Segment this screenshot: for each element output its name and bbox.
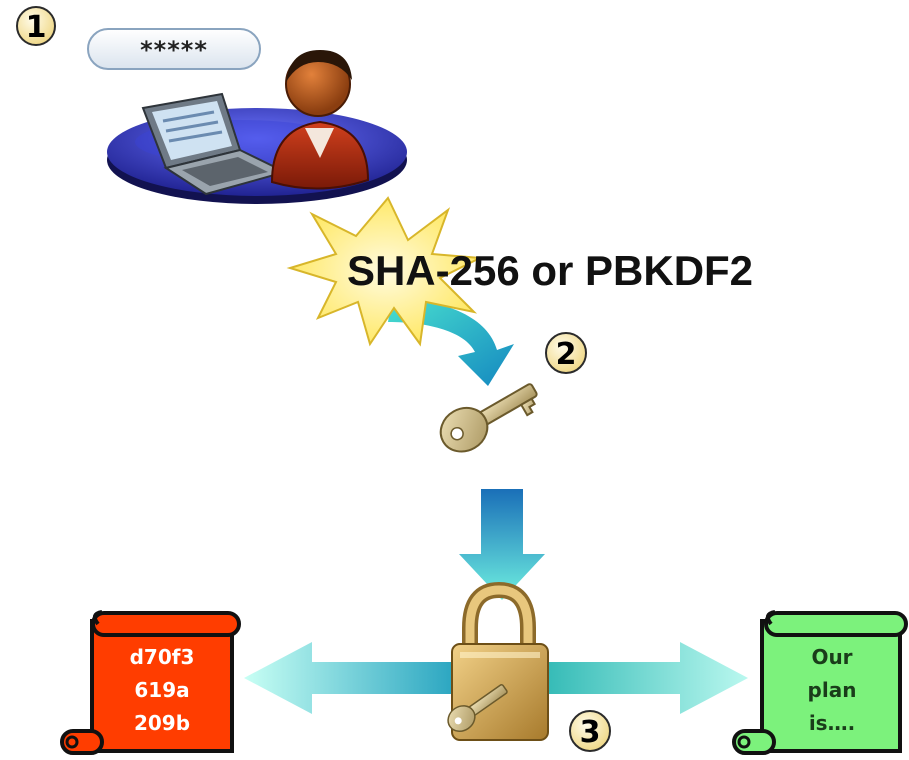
step-3-label: 3	[580, 715, 601, 750]
plaintext-line-1: Our	[811, 645, 852, 669]
left-arrow-icon	[244, 642, 470, 714]
lock-key-icon	[447, 684, 508, 732]
starburst-icon	[286, 196, 484, 347]
padlock-icon	[447, 581, 549, 741]
ciphertext-line-1: d70f3	[130, 645, 195, 669]
right-arrow-icon	[530, 642, 748, 714]
step-3-badge: 3	[569, 710, 611, 752]
key-icon	[439, 383, 538, 453]
plaintext-line-2: plan	[808, 678, 857, 702]
hash-algorithm-label: SHA-256 or PBKDF2	[347, 247, 753, 294]
laptop-icon	[141, 92, 288, 196]
plaintext-line-3: is….	[809, 711, 855, 735]
step-2-badge: 2	[545, 332, 587, 374]
password-masked-value: *****	[140, 36, 208, 64]
plaintext-scroll-icon: Our plan is….	[732, 610, 908, 755]
step-2-label: 2	[556, 337, 577, 372]
password-field: *****	[87, 28, 261, 70]
user-at-laptop-icon	[107, 50, 407, 204]
ciphertext-line-2: 619a	[134, 678, 189, 702]
ciphertext-scroll-icon: d70f3 619a 209b	[60, 610, 241, 755]
down-arrow-icon	[459, 489, 545, 600]
ciphertext-line-3: 209b	[134, 711, 190, 735]
person-icon	[270, 50, 370, 190]
step-1-badge: 1	[16, 6, 56, 46]
step-1-label: 1	[26, 10, 47, 45]
